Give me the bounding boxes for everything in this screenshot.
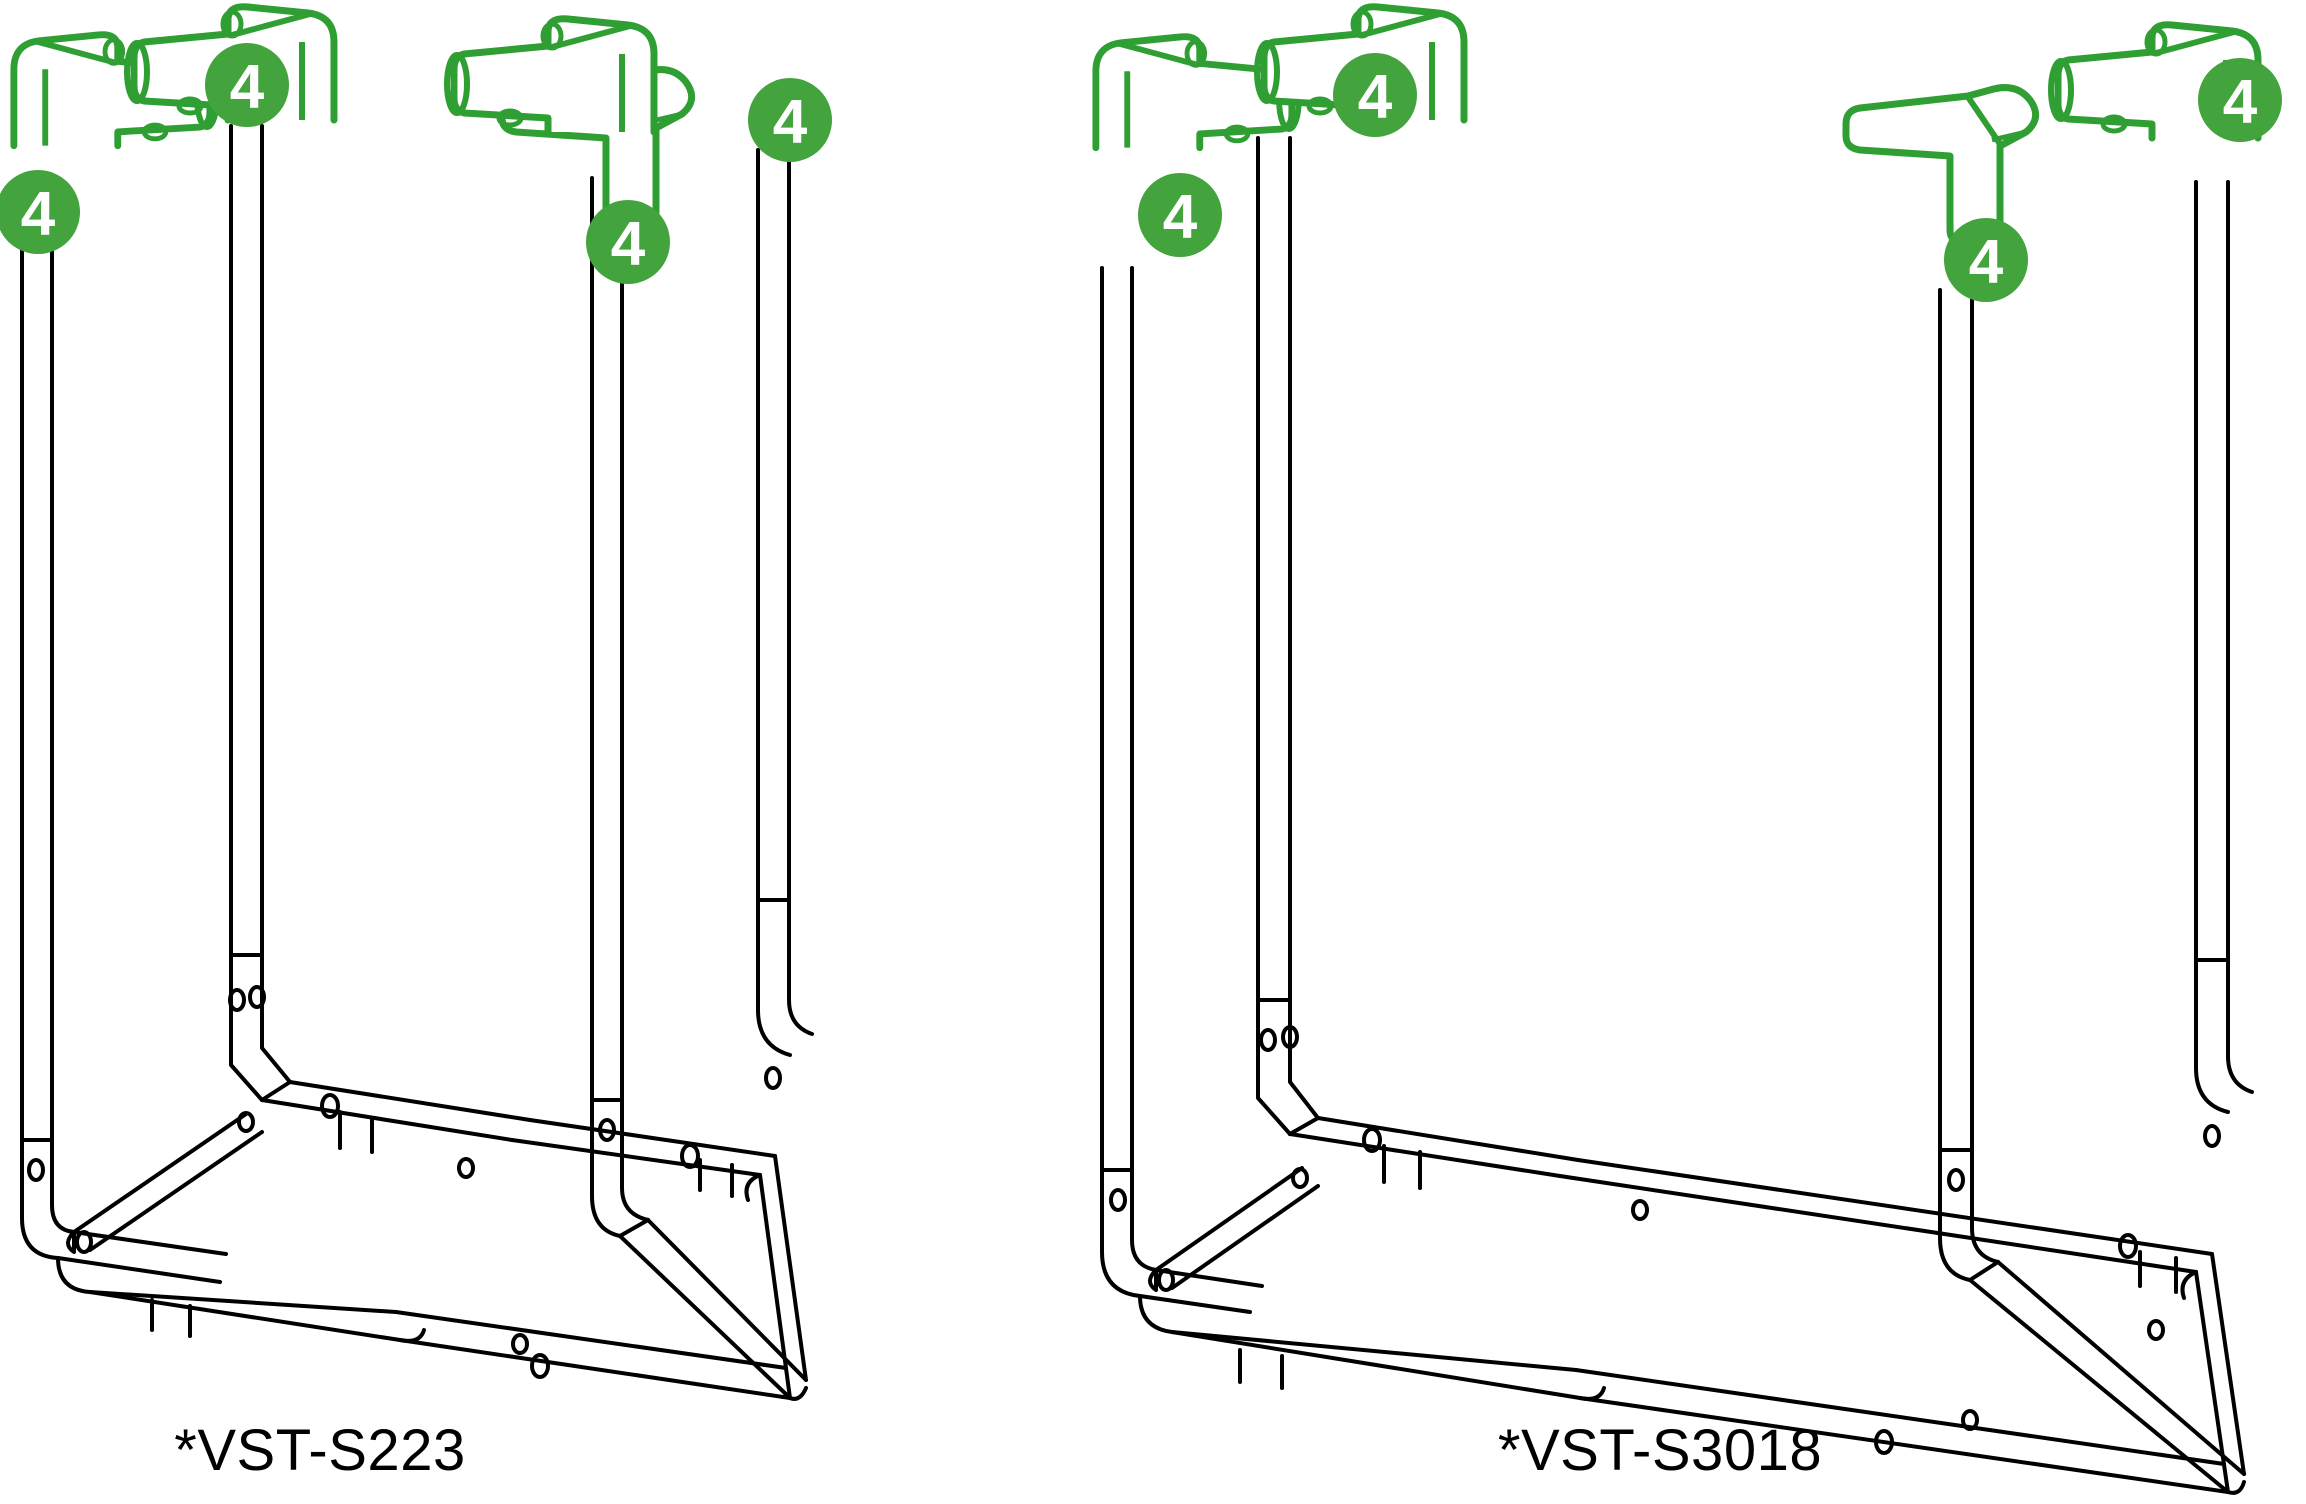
callout-badge-right-rear-left[interactable]: 4 [1138,173,1222,257]
callout-circle [586,200,670,284]
callout-circle [0,170,80,254]
assembly-left-vst-s223 [20,124,814,1401]
callout-number: 4 [773,88,808,157]
callout-circle [748,78,832,162]
callout-number: 4 [2223,68,2258,137]
callout-badge-left-front-right[interactable]: 4 [748,78,832,162]
callout-badge-left-front-left[interactable]: 4 [586,200,670,284]
callout-number: 4 [1358,63,1393,132]
assembly-label-left: *VST-S223 [174,1418,465,1483]
callout-number: 4 [1969,228,2004,297]
callout-circle [205,43,289,127]
assembly-label-right: *VST-S3018 [1498,1418,1822,1483]
callout-badge-left-rear-right[interactable]: 4 [205,43,289,127]
assembly-right-vst-s3018 [1100,136,2254,1495]
callout-badge-layer: 4 4 4 4 4 4 4 4 [0,43,2282,302]
callout-badge-left-rear-left[interactable]: 4 [0,170,80,254]
callout-badge-right-front-left[interactable]: 4 [1944,218,2028,302]
callout-number: 4 [230,53,265,122]
callout-circle [1138,173,1222,257]
callout-circle [1944,218,2028,302]
right-frame-tubes [1100,136,2254,1495]
callout-circle [1333,53,1417,137]
callout-number: 4 [21,180,56,249]
left-frame-tubes [20,124,814,1401]
callout-badge-right-rear-right[interactable]: 4 [1333,53,1417,137]
callout-number: 4 [1163,183,1198,252]
callout-badge-right-front-right[interactable]: 4 [2198,58,2282,142]
callout-number: 4 [611,210,646,279]
callout-circle [2198,58,2282,142]
